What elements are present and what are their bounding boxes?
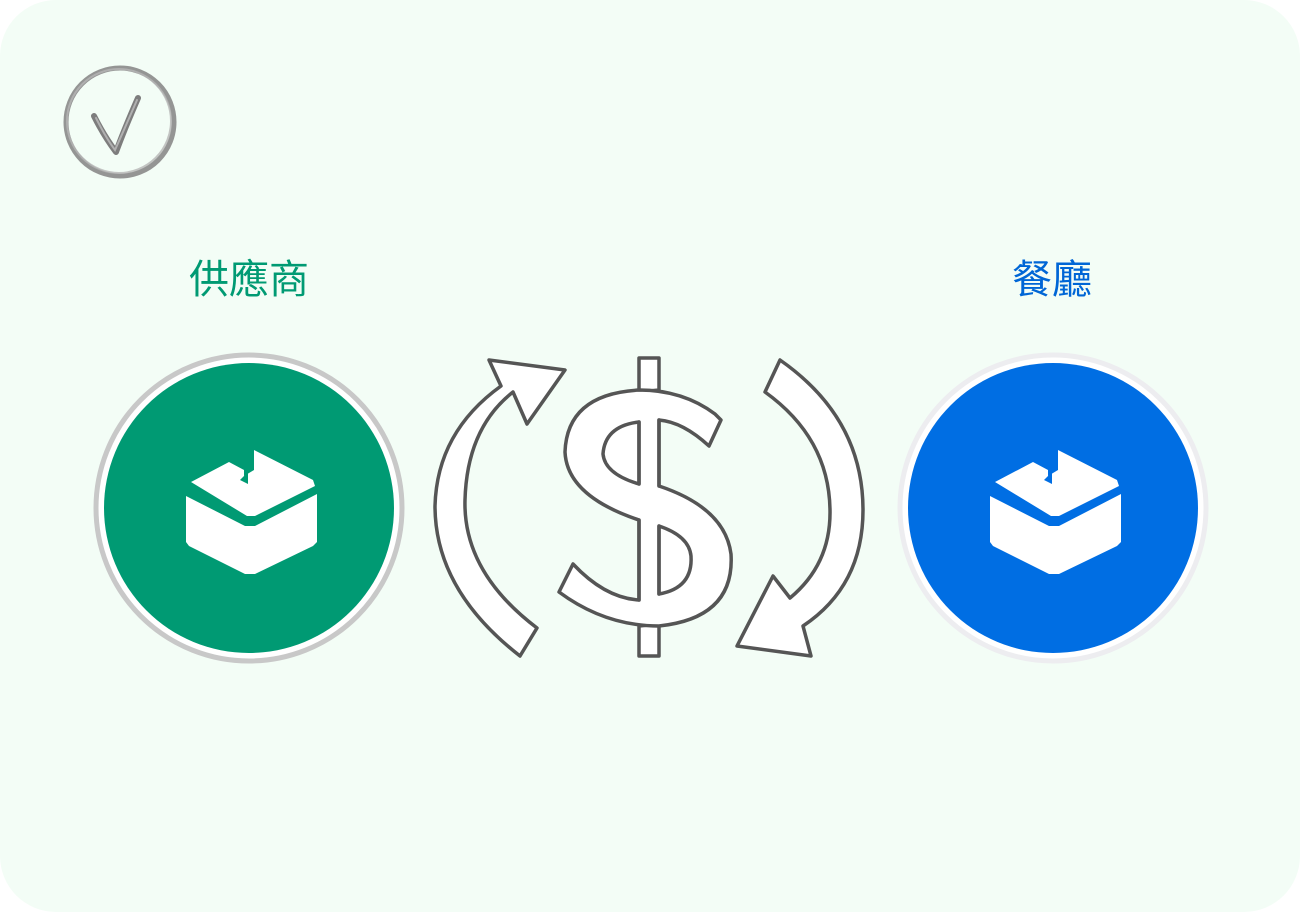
restaurant-label: 餐廳 [1012,257,1092,303]
dollar-exchange-icon [433,356,865,658]
package-icon [990,450,1121,574]
supplier-node [93,352,405,664]
restaurant-node [897,352,1209,664]
package-icon [186,450,317,574]
supplier-label: 供應商 [189,257,309,303]
check-circle-icon [63,65,177,179]
